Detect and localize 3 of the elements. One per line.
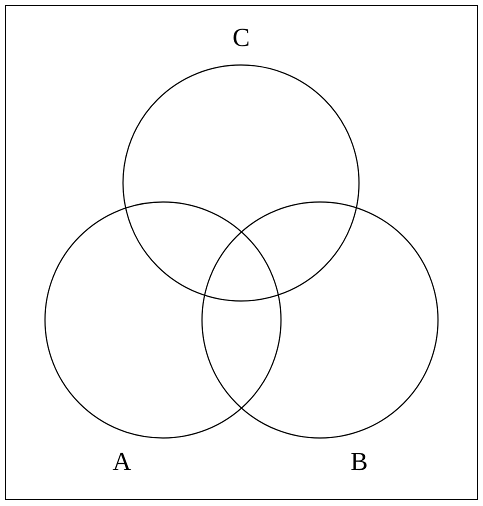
- set-label: C: [232, 25, 250, 51]
- set-label: A: [112, 449, 132, 475]
- set-label: B: [350, 449, 368, 475]
